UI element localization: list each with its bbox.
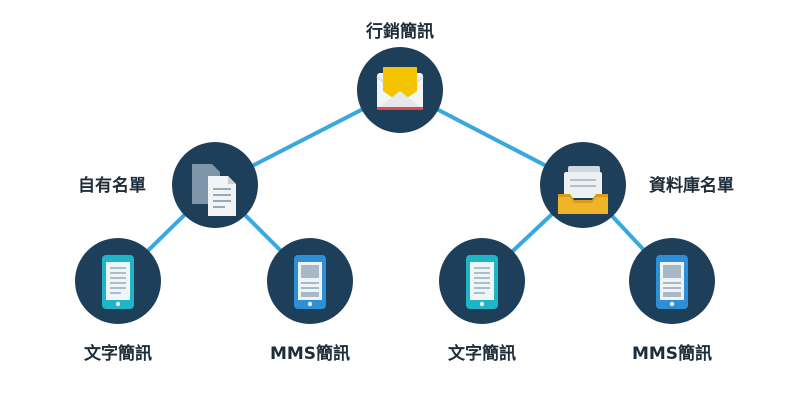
envelope-icon xyxy=(376,67,424,110)
db-text-label: 文字簡訊 xyxy=(448,344,516,364)
root-node xyxy=(357,47,443,133)
own-list-label: 自有名單 xyxy=(78,176,146,196)
documents-icon xyxy=(192,164,236,216)
own-list-node xyxy=(172,142,258,228)
db-mms-node xyxy=(629,238,715,324)
phone-mms-icon xyxy=(656,255,688,309)
db-mms-label: MMS簡訊 xyxy=(631,344,713,364)
database-list-node xyxy=(540,142,626,228)
root-label: 行銷簡訊 xyxy=(366,22,434,42)
phone-text-icon xyxy=(466,255,498,309)
phone-text-icon xyxy=(102,255,134,309)
own-mms-label: MMS簡訊 xyxy=(269,344,351,364)
own-text-label: 文字簡訊 xyxy=(84,344,152,364)
phone-mms-icon xyxy=(294,255,326,309)
db-text-node xyxy=(439,238,525,324)
inbox-tray-icon xyxy=(558,166,608,214)
own-mms-node xyxy=(267,238,353,324)
database-list-label: 資料庫名單 xyxy=(649,176,734,196)
own-text-node xyxy=(75,238,161,324)
